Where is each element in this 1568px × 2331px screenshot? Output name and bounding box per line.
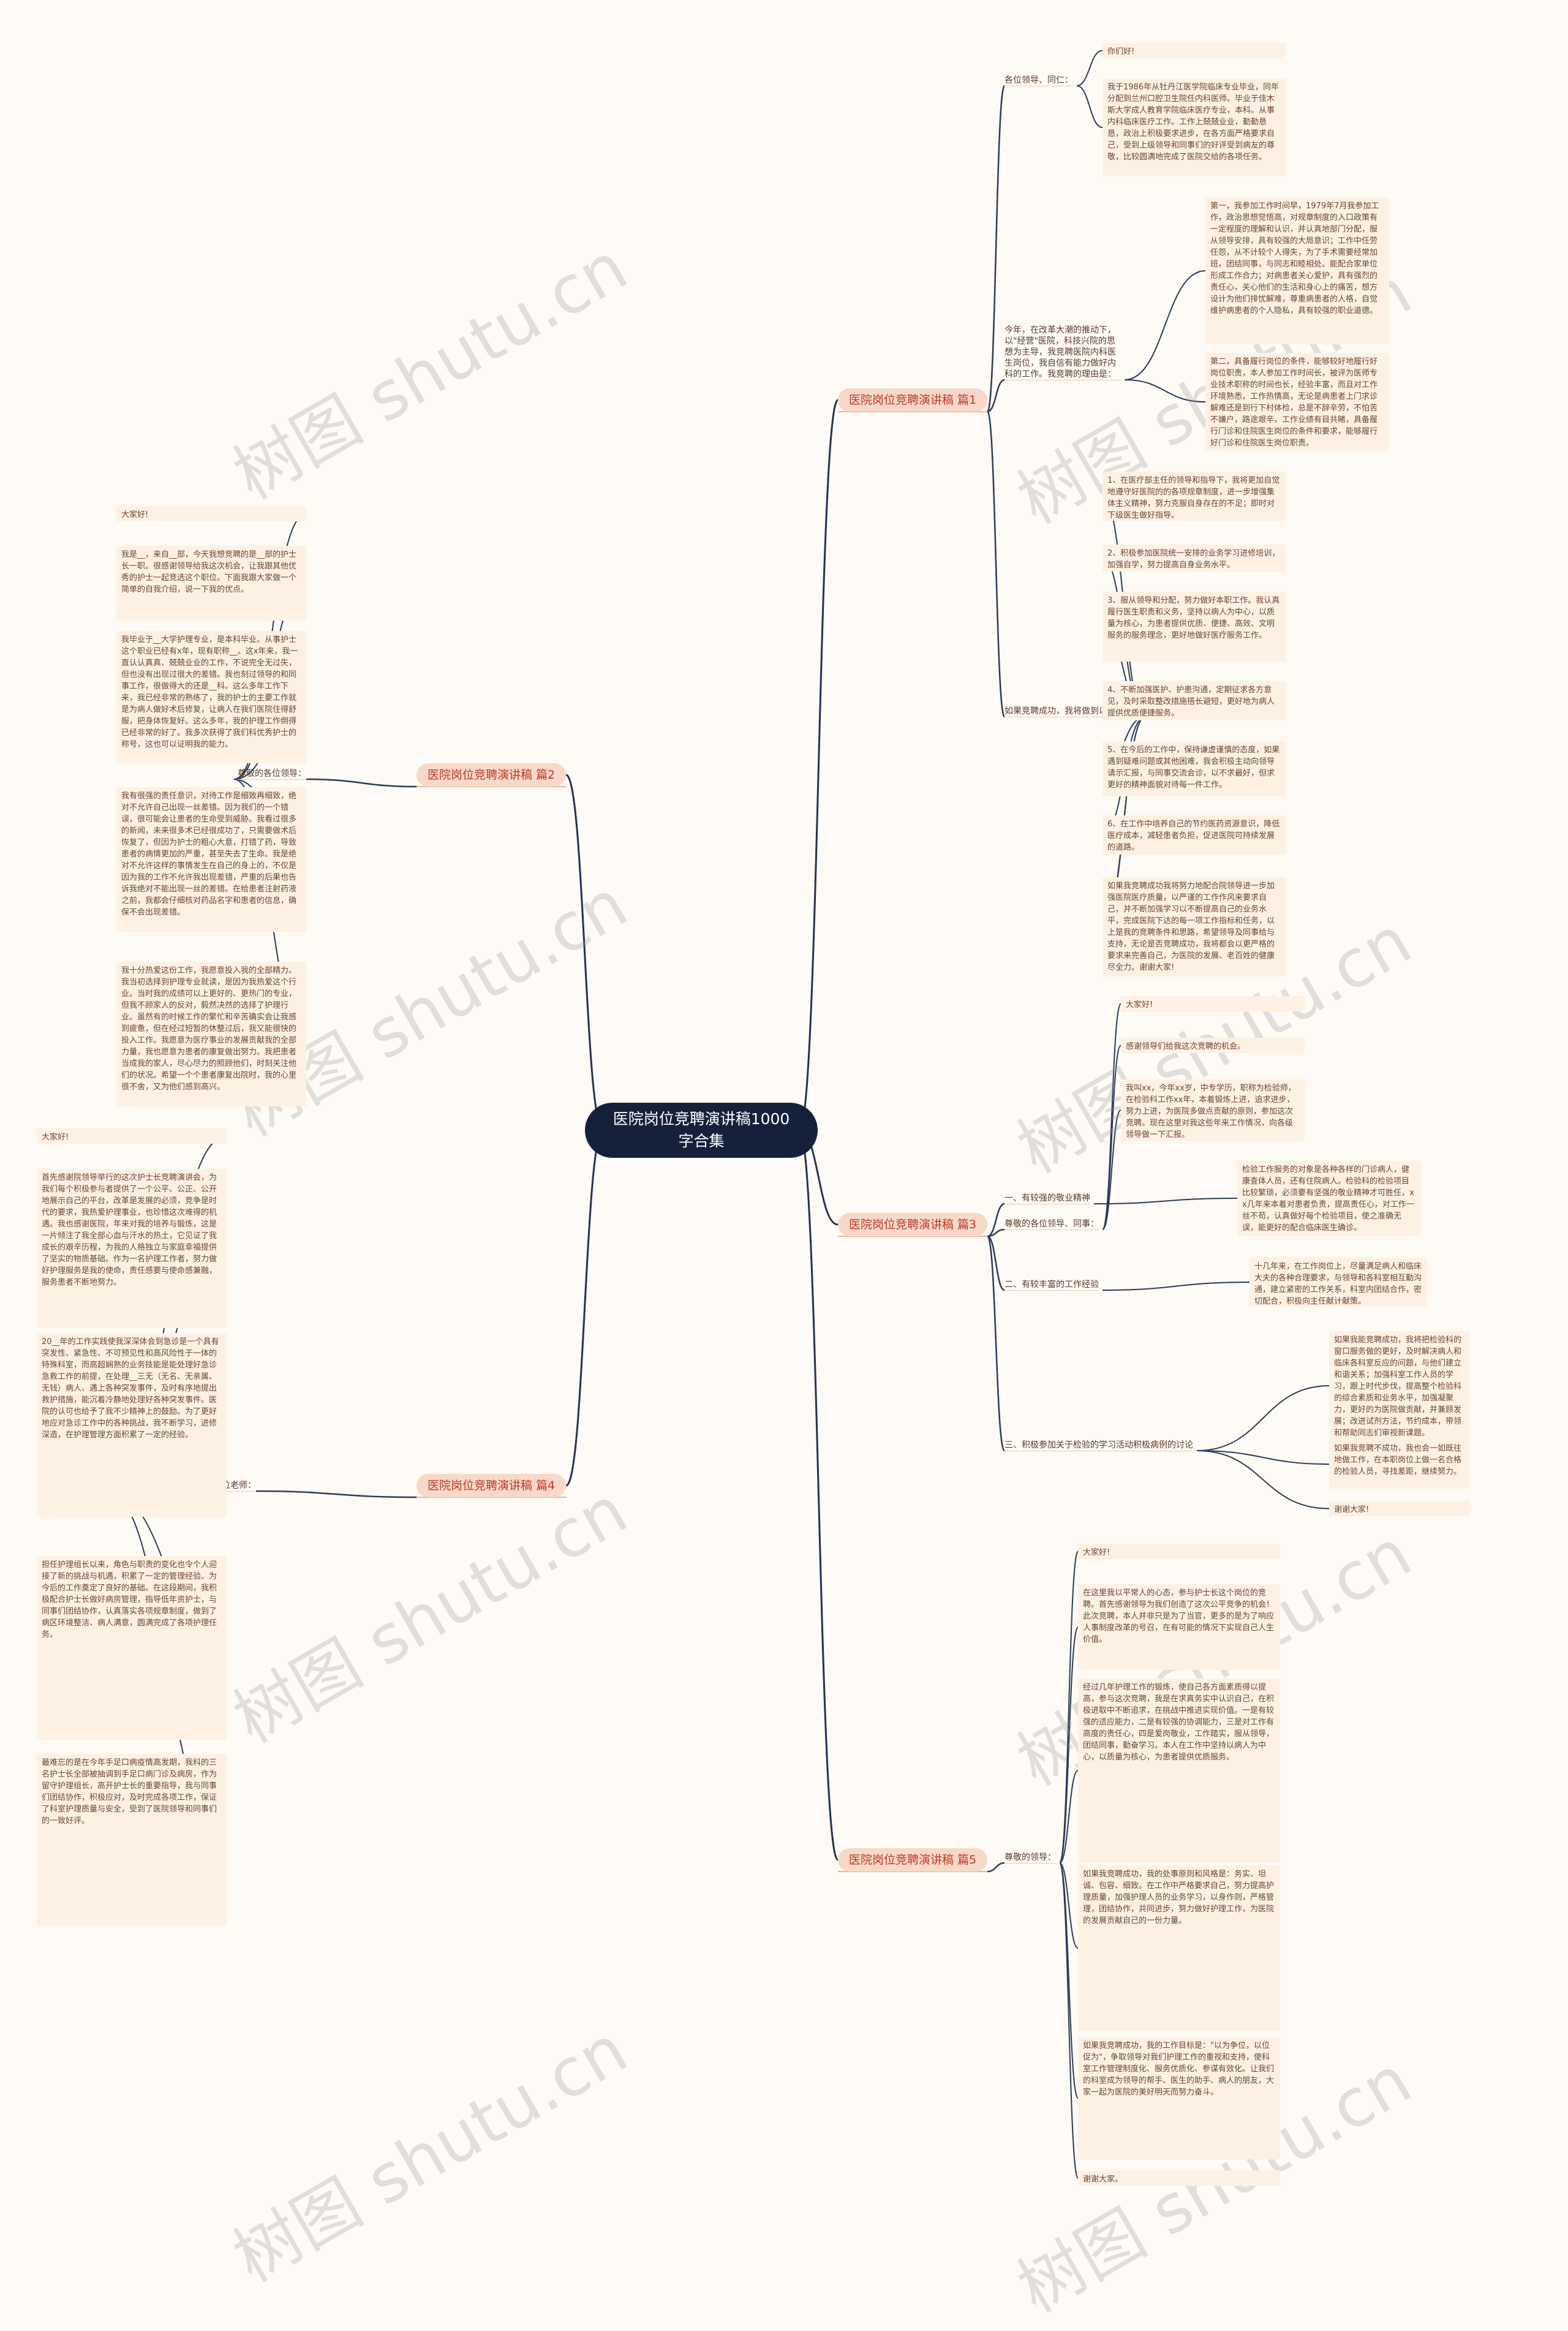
item-label-2-1: 尊敬的各位领导： [238,769,306,779]
text-box-5-1-3: 经过几年护理工作的锻炼，使自己各方面素质得以提高，参与这次竞聘，我是在求真务实中… [1078,1679,1280,1862]
text-box-3-4-2: 如果我竞聘不成功，我也会一如既往地做工作，在本职岗位上做一名合格的检验人员，寻找… [1329,1440,1470,1489]
text-box-5-1-5: 如果我竞聘成功，我的工作目标是："以为争位，以位促为"，争取领导对我们护理工作的… [1078,2037,1280,2159]
branch-item-connector [986,410,1006,718]
text-box-4-1-5: 最难忘的是在今年手足口病疫情高发期，我科的三名护士长全部被抽调到手足口病门诊及病… [37,1754,227,1925]
text-box-5-1-2: 在这里我以平常人的心态，参与护士长这个岗位的竞聘。首先感谢领导为我们创造了这次公… [1078,1584,1280,1670]
item-text-connector [1076,85,1103,128]
text-box-3-3-1: 十几年来，在工作岗位上，尽量满足病人和临床大夫的各种合理要求，与领导和各科室相互… [1250,1258,1427,1307]
item-text-connector [1059,1770,1079,1864]
item-text-connector [1196,1385,1330,1451]
item-label-1-1: 各位领导、同仁： [1005,75,1073,85]
item-text-connector [1124,270,1206,380]
text-box-1-3-2: 2、积极参加医院统一安排的业务学习进修培训，加强自学，努力提高自身业务水平。 [1102,545,1286,572]
branch-item-connector [987,379,1005,413]
text-box-4-1-1: 大家好! [37,1128,227,1144]
item-text-connector [1102,1045,1121,1230]
branch-topic-2: 医院岗位竞聘演讲稿 篇2 [417,763,567,787]
item-text-connector [1059,1862,1079,2099]
text-box-5-1-4: 如果我竞聘成功，我的处事原则和风格是：务实、坦诚、包容、细致。在工作中严格要求自… [1078,1865,1280,2031]
text-box-2-1-2: 我是__，来自__部，今天我想竞聘的是__部的护士长一职。很感谢领导给我这次机会… [116,546,306,621]
root-branch-connector-1 [798,399,839,1131]
item-text-connector [1102,1282,1250,1291]
text-box-1-3-3: 3、服从领导和分配，努力做好本职工作。我认真履行医生职责和义务，坚持以病人为中心… [1102,592,1286,662]
item-text-connector [1059,1862,1079,2179]
branch-topic-4: 医院岗位竞聘演讲稿 篇4 [417,1474,567,1497]
item-label-5-1: 尊敬的领导： [1005,1853,1056,1862]
text-box-1-3-8: 如果我竞聘成功我将努力地配合院领导进一步加强医院医疗质量，以严谨的工作作风来要求… [1102,877,1286,977]
text-box-5-1-1: 大家好! [1078,1544,1280,1559]
item-text-connector [1196,1450,1330,1465]
branch-item-connector [987,1203,1005,1237]
branch-item-connector [987,1235,1005,1291]
text-box-4-1-4: 担任护理组长以来，角色与职责的变化也令个人迎接了新的挑战与机遇，积累了一定的管理… [37,1556,227,1740]
text-box-1-3-6: 6、在工作中培养自己的节约医药资源意识，降低医疗成本，减轻患者负担，促进医院可持… [1102,815,1286,855]
item-text-connector [1093,1198,1238,1204]
item-text-connector [1124,379,1206,402]
text-box-3-1-3: 我叫xx，今年xx岁，中专学历，职称为检验师，在检验科工作xx年，本着锻炼上进，… [1121,1079,1305,1141]
text-box-3-4-1: 如果我能竞聘成功，我将把检验科的窗口服务做的更好，及时解决病人和临床各科室反应的… [1329,1331,1470,1440]
item-underline [1005,1290,1099,1291]
item-label-3-2: 一、有较强的敬业精神 [1005,1193,1090,1203]
branch-item-connector [986,85,1006,413]
text-box-2-1-3: 我毕业于__大学护理专业，是本科毕业。从事护士这个职业已经有x年，现有职称__。… [116,631,306,763]
item-text-connector [1196,1450,1330,1509]
item-text-connector [1059,1862,1079,1949]
branch-topic-3: 医院岗位竞聘演讲稿 篇3 [838,1213,988,1236]
text-box-5-1-6: 谢谢大家。 [1078,2170,1280,2186]
item-label-3-3: 二、有较丰富的工作经验 [1005,1280,1099,1290]
text-box-3-4-3: 谢谢大家! [1329,1501,1470,1516]
text-box-1-3-1: 1、在医疗部主任的领导和指导下，我将更加自觉地遵守好医院的的各项规章制度，进一步… [1102,472,1286,521]
text-box-1-2-1: 第一，我参加工作时间早，1979年7月我参加工作，政治思想觉悟高，对规章制度的入… [1205,197,1389,344]
text-box-3-1-1: 大家好! [1121,996,1305,1011]
text-box-1-3-5: 5、在今后的工作中，保持谦虚谨慎的态度，如果遇到疑难问题或其他困难，我会积极主动… [1102,741,1286,796]
branch-topic-5: 医院岗位竞聘演讲稿 篇5 [838,1848,988,1872]
branch-item-connector [986,1235,1006,1452]
text-box-3-2-1: 检验工作服务的对象是各种各样的门诊病人，健康查体人员，还有住院病人。检验科的检验… [1237,1161,1421,1236]
item-label-3-4: 三、积极参加关于检验的学习活动积极病例的讨论 [1005,1440,1193,1450]
item-label-1-2: 今年，在改革大潮的推动下，以"经营"医院，科技兴院的思想为主导，我竞聘医院内科医… [1005,325,1116,379]
text-box-4-1-3: 20__年的工作实践使我深深体会到急诊是一个具有突发性、紧急性、不可预见性和高风… [37,1333,227,1517]
text-box-1-1-1: 你们好! [1102,43,1286,58]
text-box-2-1-4: 我有很强的责任意识，对待工作是细致再细致，绝对不允许自己出现一丝差错。因为我们的… [116,787,306,932]
text-box-2-1-5: 我十分热爱这份工作，我愿意投入我的全部精力。我当初选择到护理专业就读，是因为我热… [116,962,306,1106]
item-text-connector [1102,1109,1121,1230]
text-box-1-3-4: 4、不断加强医护、护患沟通，定期征求各方意见，及时采取整改措施搭长避短，更好地为… [1102,681,1286,720]
item-text-connector [1059,1626,1079,1864]
text-box-1-2-2: 第二，具备履行岗位的条件，能够较好地履行好岗位职责，本人参加工作时间长，被评为医… [1205,353,1389,451]
item-label-3-1: 尊敬的各位领导、同事： [1005,1219,1099,1229]
item-underline [1005,1863,1056,1864]
root-branch-connector-4 [565,1129,604,1487]
item-text-connector [1076,50,1103,86]
branch-topic-1: 医院岗位竞聘演讲稿 篇1 [838,388,988,412]
root-branch-connector-5 [798,1129,839,1861]
text-box-4-1-2: 首先感谢院领导举行的这次护士长竞聘演讲会，为我们每个积极参与者提供了一个公平、公… [37,1169,227,1328]
branch-item-connector [255,1490,417,1498]
text-box-3-1-2: 感谢领导们给我这次竞聘的机会。 [1121,1038,1305,1053]
branch-item-connector [306,778,417,788]
item-underline [238,779,306,780]
root-topic: 医院岗位竞聘演讲稿1000 字合集 [585,1103,818,1158]
text-box-1-1-2: 我于1986年从牡丹江医学院临床专业毕业，同年分配到兰州口腔卫生院任内科医师。毕… [1102,78,1286,176]
branch-item-connector [987,1862,1005,1873]
text-box-2-1-1: 大家好! [116,506,306,521]
